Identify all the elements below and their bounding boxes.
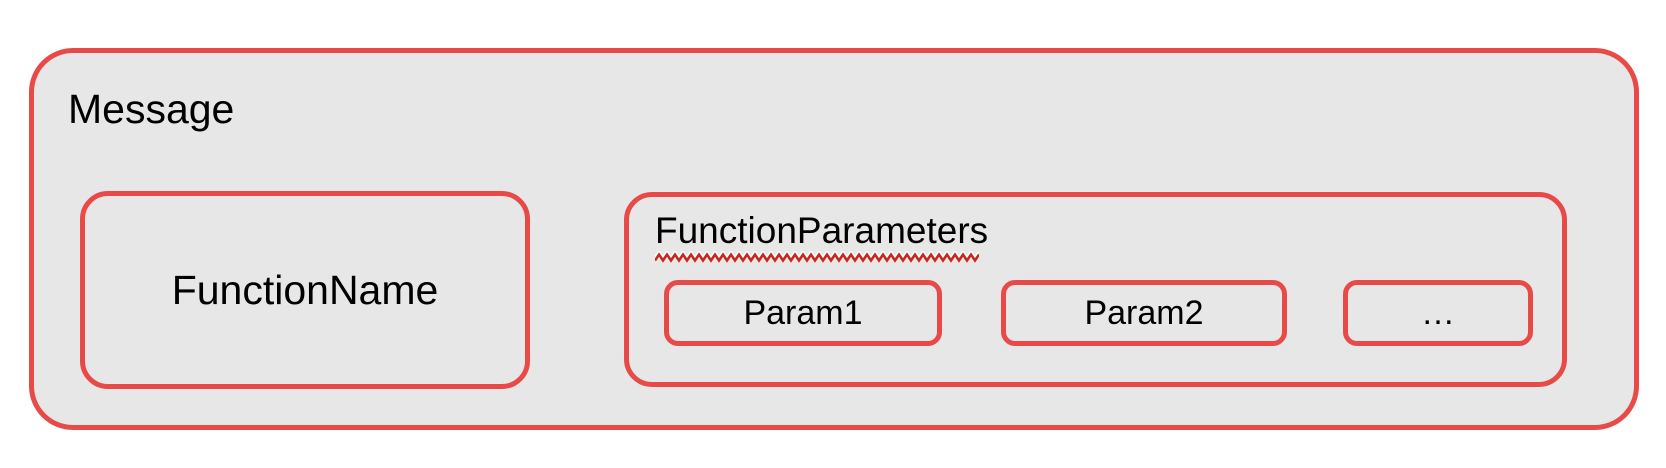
message-box: Message FunctionName FunctionParameters … (29, 48, 1639, 430)
param1-box: Param1 (664, 280, 942, 346)
message-label: Message (68, 86, 235, 132)
function-parameters-box: FunctionParameters Param1 Param2 … (624, 192, 1567, 387)
param-ellipsis-box: … (1343, 280, 1533, 346)
function-parameters-label: FunctionParameters (655, 210, 989, 251)
function-parameters-label-group: FunctionParameters (655, 210, 989, 264)
param1-label: Param1 (743, 293, 863, 332)
function-name-label: FunctionName (171, 266, 439, 313)
param2-box: Param2 (1001, 280, 1287, 346)
spellcheck-squiggle-underline-icon (655, 250, 979, 263)
param-ellipsis-label: … (1421, 293, 1455, 332)
param2-label: Param2 (1084, 293, 1204, 332)
function-name-box: FunctionName (80, 191, 530, 389)
